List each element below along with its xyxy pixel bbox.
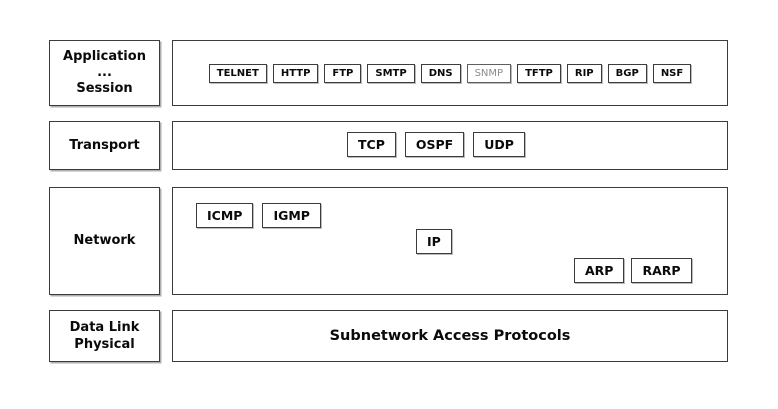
layer-label-network: Network: [49, 187, 160, 295]
protocol-chip-udp: UDP: [473, 132, 525, 157]
layer-label-line-network: Network: [73, 233, 136, 248]
application-protocols-row: TELNET HTTP FTP SMTP DNS SNMP TFTP RIP B…: [173, 41, 727, 105]
layer-label-datalink-physical: Data Link Physical: [49, 310, 160, 362]
subnetwork-access-box: Subnetwork Access Protocols: [172, 310, 728, 362]
network-protocols-bottom-row: ARP RARP: [574, 258, 692, 283]
protocol-chip-tftp: TFTP: [517, 63, 561, 83]
layer-label-line-application: Application: [63, 49, 146, 64]
protocol-chip-icmp: ICMP: [196, 203, 254, 228]
protocol-chip-ftp: FTP: [324, 63, 362, 83]
transport-protocols-box: TCP OSPF UDP: [172, 121, 728, 170]
application-protocols-box: TELNET HTTP FTP SMTP DNS SNMP TFTP RIP B…: [172, 40, 728, 106]
layer-label-line-physical: Physical: [74, 337, 135, 352]
network-protocols-box: ICMP IGMP IP ARP RARP: [172, 187, 728, 295]
layer-label-line-datalink: Data Link: [69, 320, 140, 335]
protocol-chip-igmp: IGMP: [262, 203, 321, 228]
protocol-chip-tcp: TCP: [347, 132, 396, 157]
layer-label-transport: Transport: [49, 121, 160, 170]
protocol-chip-rarp: RARP: [631, 258, 692, 283]
protocol-chip-rip: RIP: [566, 63, 602, 83]
network-protocols-top-row: ICMP IGMP: [196, 203, 321, 228]
protocol-chip-nsf: NSF: [652, 63, 692, 83]
protocol-chip-arp: ARP: [574, 258, 625, 283]
protocol-chip-smtp: SMTP: [367, 63, 415, 83]
layer-label-line-transport: Transport: [69, 137, 140, 153]
protocol-chip-ospf: OSPF: [404, 132, 465, 157]
transport-protocols-row: TCP OSPF UDP: [347, 132, 525, 157]
protocol-chip-http: HTTP: [272, 63, 319, 83]
protocol-chip-dns: DNS: [420, 63, 461, 83]
layer-label-application-session: Application ... Session: [49, 40, 160, 106]
protocol-chip-ip: IP: [416, 229, 452, 254]
network-protocol-middle: IP: [416, 229, 452, 254]
layer-label-line-dots: ...: [97, 65, 112, 80]
layer-label-line-session: Session: [76, 81, 133, 96]
protocol-chip-telnet: TELNET: [208, 63, 267, 83]
protocol-chip-bgp: BGP: [607, 63, 647, 83]
subnetwork-access-label: Subnetwork Access Protocols: [329, 328, 571, 344]
protocol-chip-snmp: SNMP: [466, 63, 512, 83]
